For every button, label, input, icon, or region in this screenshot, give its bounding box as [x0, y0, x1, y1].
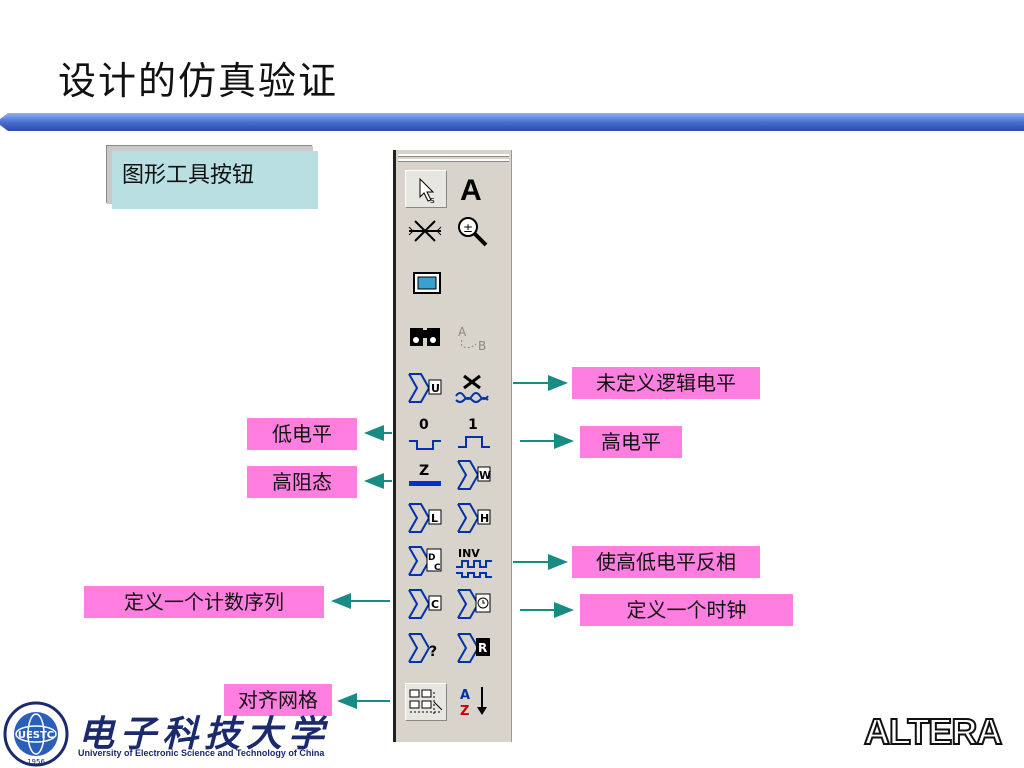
svg-text:±: ± [463, 221, 473, 235]
forcing-high-icon[interactable]: 1 [454, 415, 494, 451]
svg-text:C: C [431, 598, 439, 611]
altera-logo: ALTERA [863, 710, 1003, 753]
title-divider [0, 113, 1024, 131]
label-invert: 使高低电平反相 [572, 546, 760, 578]
forcing-unknown-icon[interactable]: U [405, 370, 445, 406]
random-value-icon[interactable]: ? [405, 630, 445, 666]
page-title: 设计的仿真验证 [58, 59, 339, 103]
forcing-low-icon[interactable]: 0 [405, 415, 445, 451]
svg-text:U: U [431, 382, 440, 395]
find-icon[interactable] [405, 318, 445, 354]
label-snap-grid: 对齐网格 [224, 684, 332, 716]
arbitrary-value-icon[interactable]: C [405, 586, 445, 622]
svg-text:C: C [434, 563, 441, 573]
high-impedance-icon[interactable]: Z [405, 457, 445, 493]
svg-text:D: D [428, 553, 435, 563]
badge-year: 1956 [27, 758, 45, 766]
svg-text:A: A [460, 174, 482, 206]
badge-text: UESTC [18, 730, 54, 741]
svg-text:W: W [479, 469, 491, 482]
label-high-impedance: 高阻态 [247, 466, 357, 498]
full-screen-icon[interactable] [405, 266, 445, 302]
overwrite-value-icon[interactable]: R [454, 630, 494, 666]
text-tool-icon[interactable]: A [454, 170, 494, 207]
svg-text:H: H [480, 512, 489, 525]
weak-low-icon[interactable]: L [405, 500, 445, 536]
svg-text:1: 1 [468, 417, 478, 433]
svg-text:A: A [460, 688, 470, 703]
svg-text:0: 0 [419, 417, 429, 433]
clock-icon[interactable] [454, 586, 494, 622]
selection-tool-icon[interactable]: s [405, 170, 447, 208]
waveform-editing-icon[interactable] [405, 213, 445, 249]
forcing-dont-care-icon[interactable] [454, 370, 494, 406]
label-undefined-level: 未定义逻辑电平 [572, 367, 760, 399]
svg-text:s: s [430, 196, 435, 206]
snap-to-grid-icon[interactable] [405, 683, 447, 721]
svg-text:Z: Z [419, 463, 429, 479]
label-clock: 定义一个时钟 [580, 594, 793, 626]
svg-text:L: L [431, 512, 438, 525]
zoom-icon[interactable]: ± [454, 213, 494, 249]
svg-text:INV: INV [458, 547, 480, 560]
svg-text:R: R [478, 641, 487, 655]
svg-text:?: ? [429, 644, 437, 660]
university-subtitle: University of Electronic Science and Tec… [78, 748, 325, 758]
label-count-sequence: 定义一个计数序列 [84, 586, 324, 618]
university-name: 电子科技大学 [78, 713, 331, 755]
svg-text:A: A [458, 325, 467, 339]
svg-text:B: B [478, 339, 486, 353]
weak-unknown-icon[interactable]: W [454, 457, 494, 493]
weak-high-icon[interactable]: H [454, 500, 494, 536]
university-badge: UESTC 1956 [3, 701, 69, 767]
toolbar-caption: 图形工具按钮 [112, 151, 318, 209]
invert-icon[interactable]: INV [454, 543, 494, 579]
label-high-level: 高电平 [580, 426, 682, 458]
label-low-level: 低电平 [247, 418, 357, 450]
svg-text:Z: Z [460, 704, 469, 719]
